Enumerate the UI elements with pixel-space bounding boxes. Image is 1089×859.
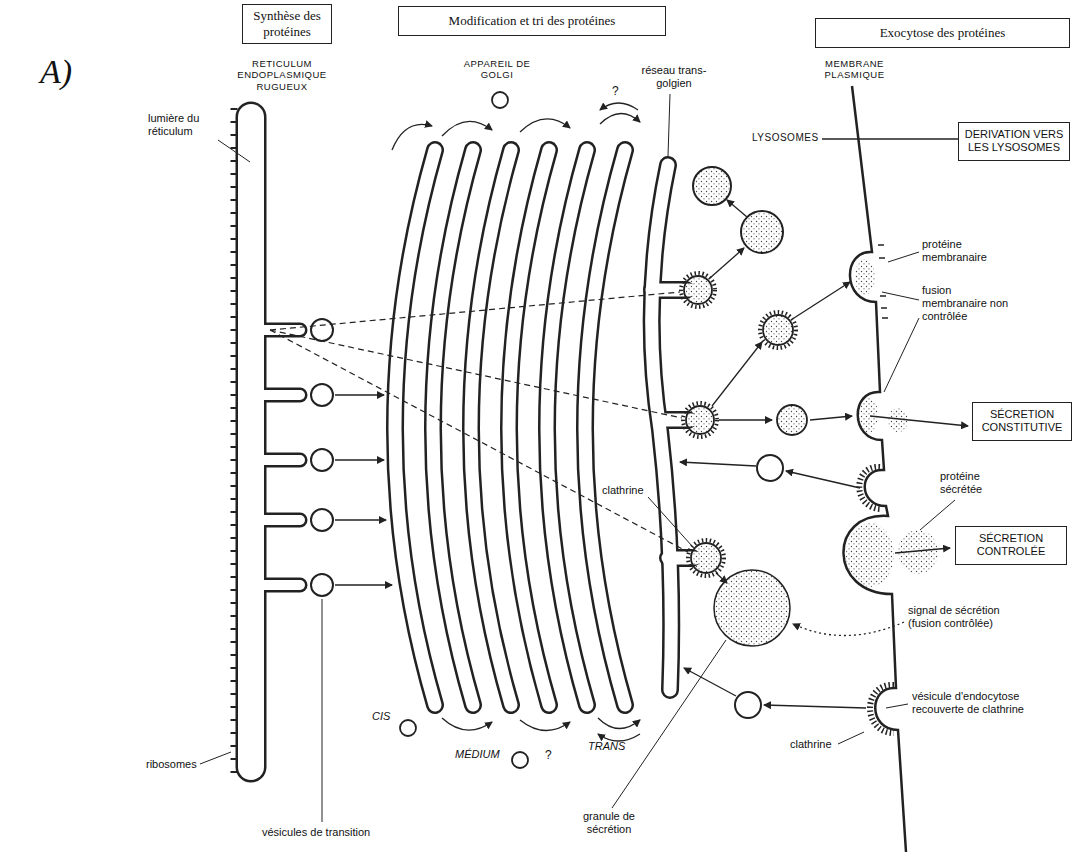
transition-vesicles	[311, 319, 333, 596]
face-label: TRANS	[588, 740, 625, 753]
pathway-box: SÉCRETION CONSTITUTIVE	[972, 402, 1072, 441]
part-label: réseau trans-golgien	[638, 64, 710, 90]
plasma-membrane	[843, 86, 938, 852]
box-text: Modification et tri des protéines	[403, 13, 661, 29]
coated-buds	[681, 273, 724, 576]
pathway-box: DERIVATION VERS LES LYSOSOMES	[958, 122, 1070, 161]
box-text: SÉCRETION CONSTITUTIVE	[977, 408, 1067, 434]
part-label: vésicules de transition	[262, 826, 370, 839]
part-label: vésicule d'endocytose recouverte de clat…	[912, 690, 1040, 716]
transport-vesicles	[714, 312, 807, 718]
reticulum	[234, 104, 300, 780]
box-text: Synthèse des protéines	[247, 8, 327, 39]
golgi-stack	[395, 150, 696, 705]
box-text: DERIVATION VERS LES LYSOSOMES	[963, 128, 1065, 154]
lysosomes	[693, 167, 783, 253]
section-header: Modification et tri des protéines	[398, 6, 666, 36]
organelle-name: RETICULUM ENDOPLASMIQUE RUGUEUX	[232, 58, 332, 92]
part-label: LYSOSOMES	[752, 132, 819, 144]
part-label: clathrine	[790, 738, 832, 751]
pathway-box: SÉCRETION CONTROLÉE	[955, 526, 1067, 565]
box-text: SÉCRETION CONTROLÉE	[960, 532, 1062, 558]
face-label: MÉDIUM	[455, 748, 500, 761]
section-header: Synthèse des protéines	[242, 4, 332, 44]
panel-letter: A)	[40, 52, 72, 93]
part-label: protéine membranaire	[922, 238, 1022, 264]
question-mark: ?	[545, 748, 552, 762]
section-header: Exocytose des protéines	[815, 18, 1070, 48]
part-label: granule de sécrétion	[566, 810, 652, 836]
part-label: clathrine	[601, 484, 645, 497]
box-text: Exocytose des protéines	[820, 25, 1065, 41]
part-label: protéine sécrétée	[940, 470, 1002, 496]
part-label: signal de sécrétion (fusion contrôlée)	[908, 604, 1026, 630]
question-mark: ?	[612, 84, 619, 98]
organelle-name: APPAREIL DE GOLGI	[452, 58, 542, 81]
part-label: lumière du réticulum	[148, 112, 220, 138]
part-label: ribosomes	[146, 758, 197, 771]
organelle-name: MEMBRANE PLASMIQUE	[812, 58, 897, 81]
part-label: fusion membranaire non contrôlée	[922, 284, 1017, 324]
face-label: CIS	[372, 710, 390, 723]
